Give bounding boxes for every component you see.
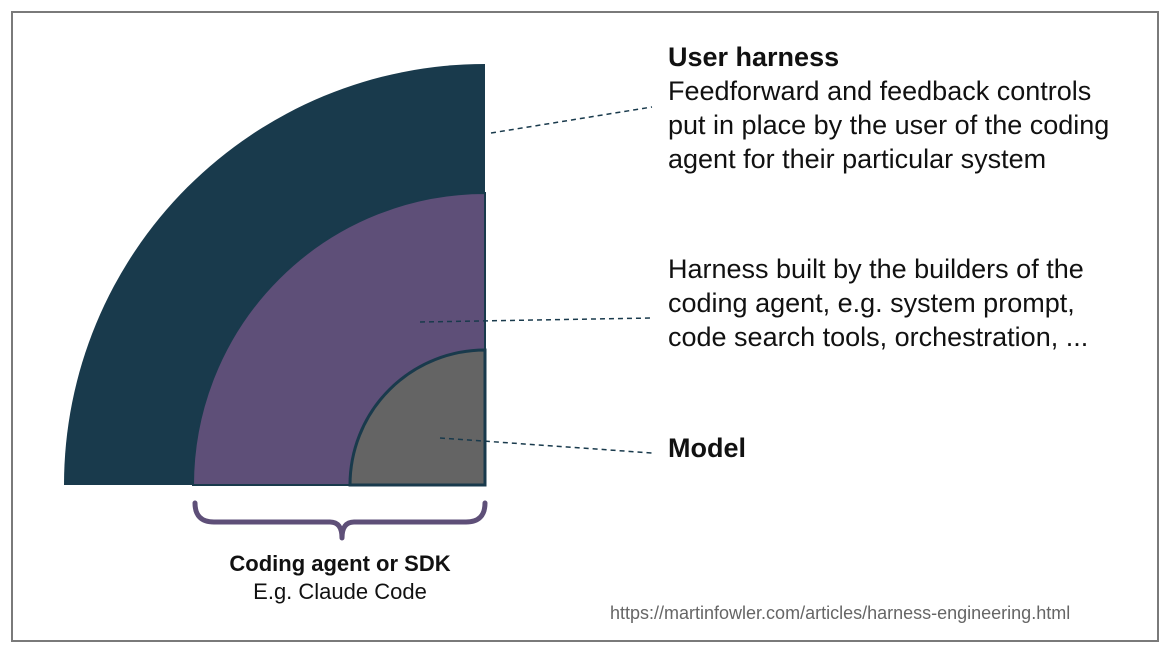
agent-harness-leader-line — [419, 317, 653, 323]
model-layer — [348, 348, 487, 487]
model-label-block: Model — [668, 431, 746, 465]
user-harness-description: Feedforward and feedback controls put in… — [668, 76, 1110, 174]
caption-title: Coding agent or SDK — [229, 551, 451, 576]
coding-agent-brace — [192, 500, 488, 541]
source-url: https://martinfowler.com/articles/harnes… — [610, 603, 1071, 623]
agent-harness-description: Harness built by the builders of the cod… — [668, 254, 1089, 352]
user-harness-leader-line — [490, 106, 653, 134]
user-harness-label-block: User harness Feedforward and feedback co… — [668, 40, 1128, 176]
caption-subtitle: E.g. Claude Code — [253, 579, 427, 604]
model-title: Model — [668, 433, 746, 463]
coding-agent-caption: Coding agent or SDK E.g. Claude Code — [190, 550, 490, 606]
agent-harness-label-block: Harness built by the builders of the cod… — [668, 252, 1128, 354]
user-harness-title: User harness — [668, 42, 840, 72]
